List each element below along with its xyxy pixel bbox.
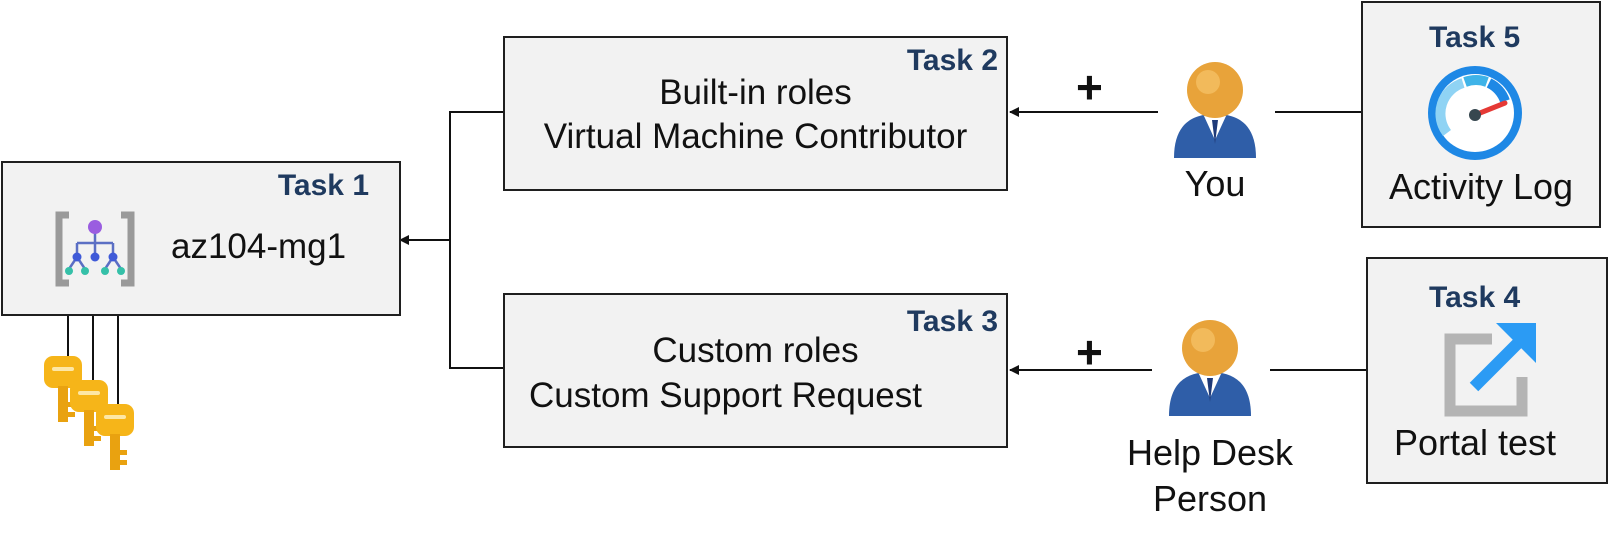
gauge-icon (1428, 66, 1522, 160)
task3-line2: Custom Support Request (529, 376, 922, 415)
task4-badge: Task 4 (1429, 281, 1521, 314)
task5-box: Task 5 Activity Log (1361, 1, 1601, 228)
key-1 (44, 356, 82, 422)
key-icon (44, 356, 134, 470)
bracket-task2 (449, 111, 505, 369)
task3-badge: Task 3 (906, 305, 998, 338)
task3-line1: Custom roles (652, 331, 859, 370)
external-link-icon (1444, 323, 1536, 417)
task4-box: Task 4 Portal test (1366, 257, 1608, 484)
task2-box: Task 2 Built-in roles Virtual Machine Co… (503, 36, 1008, 191)
user-icon-you (1174, 62, 1256, 158)
task2-line1: Built-in roles (659, 73, 852, 112)
task1-name: az104-mg1 (171, 227, 347, 266)
task5-badge: Task 5 (1429, 21, 1521, 54)
plus-sign-task3: + (1076, 326, 1103, 378)
task2-line2: Virtual Machine Contributor (543, 117, 968, 156)
task1-badge: Task 1 (277, 169, 369, 202)
task5-label: Activity Log (1388, 166, 1574, 207)
plus-sign-task2: + (1076, 61, 1103, 113)
user-icon-helpdesk (1169, 320, 1251, 416)
task2-badge: Task 2 (906, 44, 998, 77)
task4-label: Portal test (1393, 422, 1557, 463)
actor-you-label: You (1184, 163, 1246, 204)
actor-helpdesk-line2: Person (1152, 478, 1268, 519)
task1-box: Task 1 az104-mg1 (1, 161, 401, 316)
management-group-icon (55, 211, 135, 287)
key-3 (96, 404, 134, 470)
actor-helpdesk-line1: Help Desk (1126, 432, 1294, 473)
task3-box: Task 3 Custom roles Custom Support Reque… (503, 293, 1008, 448)
